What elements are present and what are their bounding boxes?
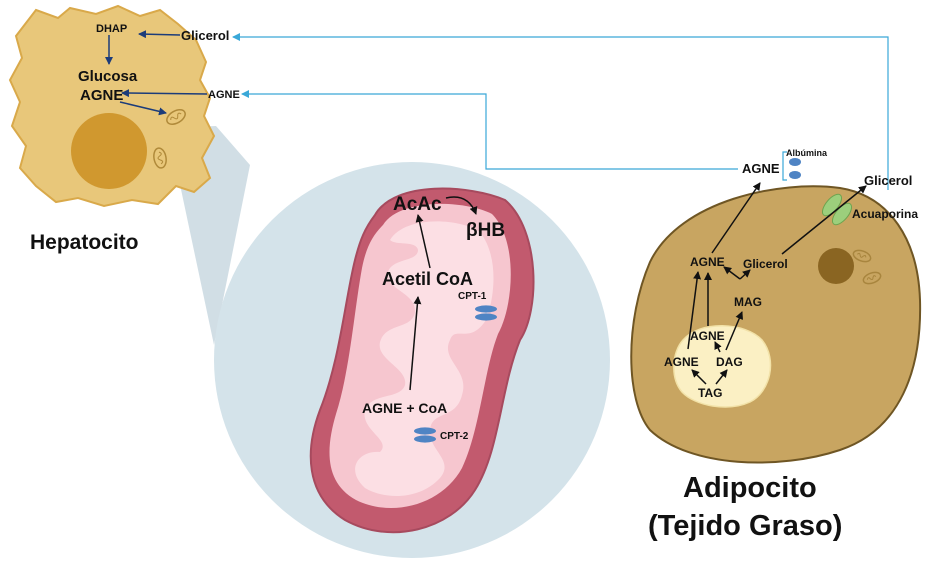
adipocyte-cell bbox=[631, 186, 920, 462]
adipocyte-subtitle: (Tejido Graso) bbox=[648, 510, 842, 542]
acuaporina-label: Acuaporina bbox=[852, 207, 918, 221]
mag-label: MAG bbox=[734, 295, 762, 309]
agne-to-hepatocyte-arrow bbox=[122, 93, 207, 94]
agne-coa-label: AGNE + CoA bbox=[362, 400, 447, 416]
agne-droplet-label: AGNE bbox=[690, 329, 725, 343]
albumina-label: Albúmina bbox=[786, 148, 828, 158]
tag-label: TAG bbox=[698, 386, 722, 400]
acac-label: AcAc bbox=[393, 194, 442, 215]
hepatocyte-nucleus bbox=[71, 113, 147, 189]
adipocyte-title: Adipocito bbox=[683, 472, 817, 504]
glicerol-internal-label: Glicerol bbox=[743, 257, 788, 271]
acetil-coa-label: Acetil CoA bbox=[382, 269, 473, 289]
bhb-label: βHB bbox=[466, 220, 505, 241]
glicerol-transport-line bbox=[233, 37, 888, 190]
glicerol-export-label: Glicerol bbox=[864, 173, 912, 188]
agne-transport-label: AGNE bbox=[208, 89, 240, 101]
agne-mid-label: AGNE bbox=[690, 255, 725, 269]
glicerol-transport-label: Glicerol bbox=[181, 28, 229, 43]
cpt1-label: CPT-1 bbox=[458, 291, 487, 302]
agne-hepatocyte-label: AGNE bbox=[80, 87, 123, 104]
hepatocyte-title: Hepatocito bbox=[30, 231, 139, 254]
agne-transport-line bbox=[242, 94, 738, 169]
agne-export-label: AGNE bbox=[742, 161, 780, 176]
glucosa-label: Glucosa bbox=[78, 68, 138, 85]
glicerol-to-dhap-arrow bbox=[139, 34, 180, 35]
dhap-label: DHAP bbox=[96, 23, 127, 35]
adipocyte-nucleus bbox=[818, 248, 854, 284]
agne-left-label: AGNE bbox=[664, 355, 699, 369]
dag-label: DAG bbox=[716, 355, 743, 369]
cpt2-label: CPT-2 bbox=[440, 431, 469, 442]
